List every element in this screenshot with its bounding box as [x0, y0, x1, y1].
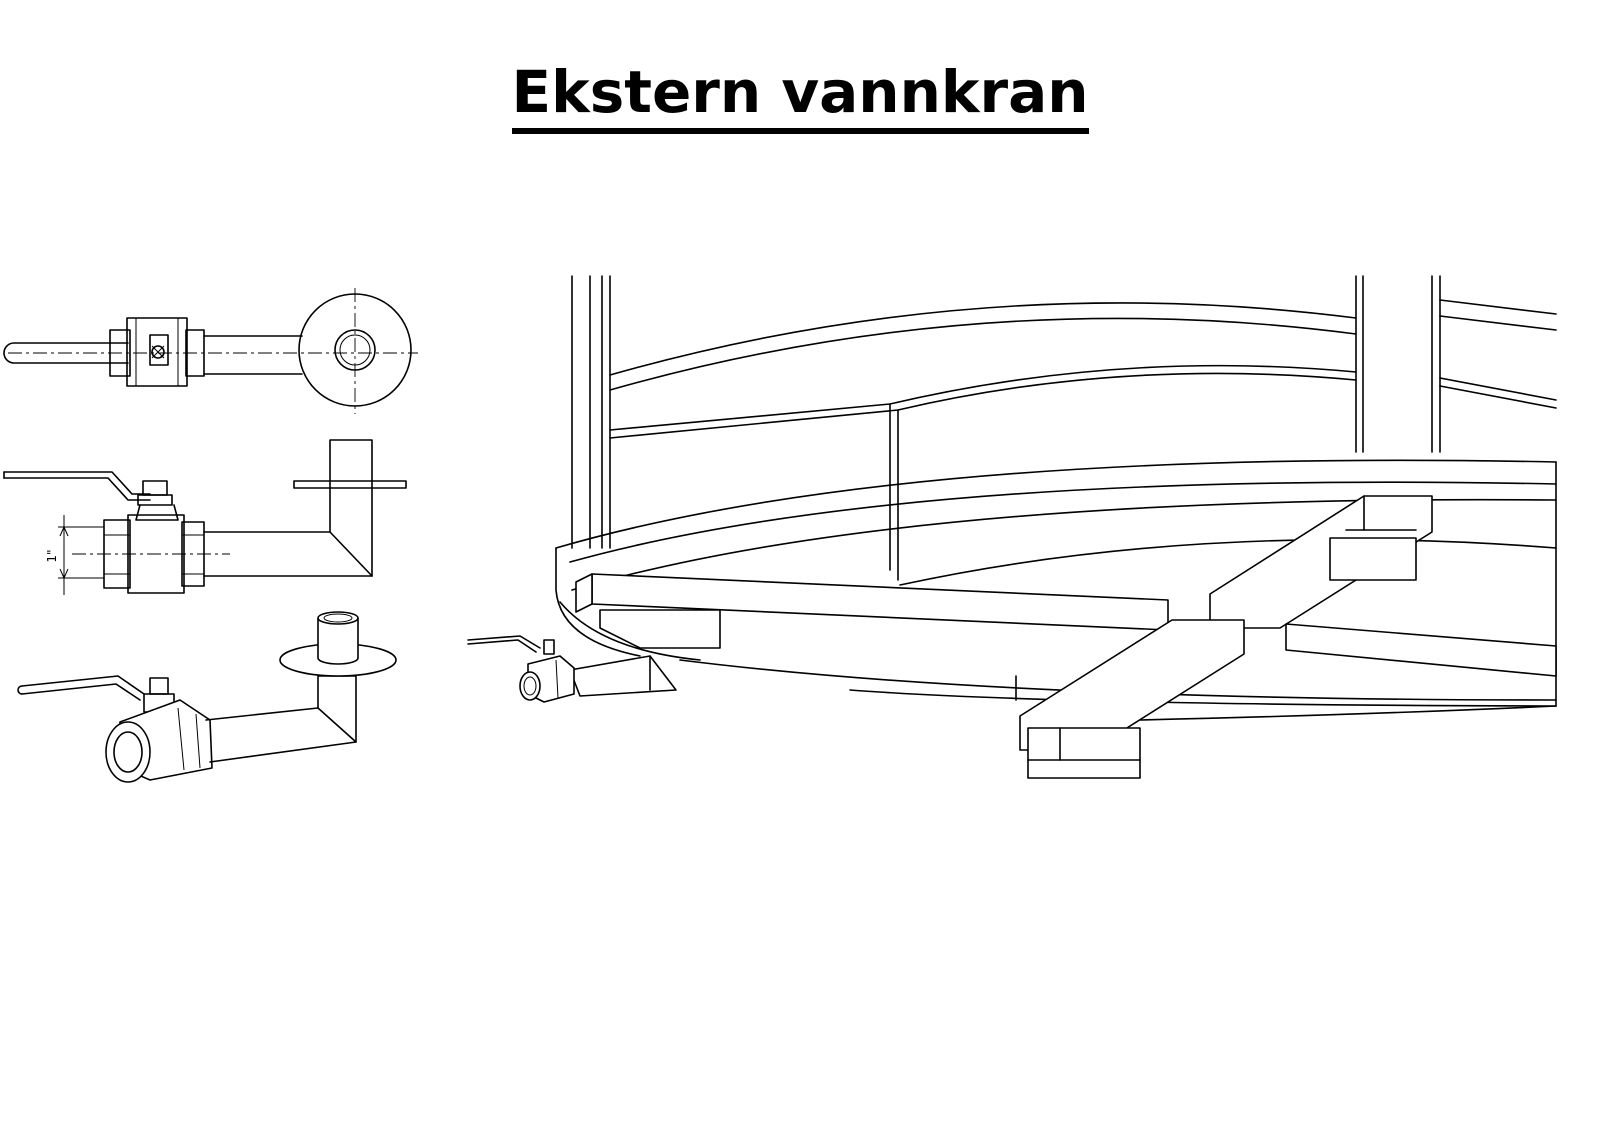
valve-handle-lever — [3, 471, 151, 495]
iso-flange-stub — [317, 618, 359, 665]
valve-nut — [151, 345, 165, 359]
support-block-1 — [599, 609, 721, 649]
page-title: Ekstern vannkran — [0, 58, 1600, 134]
iso-valve-nut — [149, 677, 169, 695]
frame-beam-d — [1285, 623, 1557, 677]
valve-stem — [149, 334, 169, 366]
support-block-2 — [1329, 537, 1417, 581]
iso-handle-lever — [21, 675, 145, 695]
tank-bottom-ring-outer — [555, 459, 1557, 549]
tank-outlet-pipe — [569, 655, 677, 697]
pipe-elbow — [203, 439, 373, 577]
valve-nut-side — [142, 480, 168, 496]
top-view — [3, 288, 418, 414]
frame-beam-c — [1019, 619, 1245, 751]
side-view: 1" — [3, 439, 407, 595]
isometric-view — [17, 611, 397, 783]
iso-valve-port — [105, 721, 151, 783]
support-block-3 — [1027, 727, 1141, 779]
tank-valve-nut — [543, 639, 555, 655]
iso-pipe — [205, 675, 357, 763]
page-title-text: Ekstern vannkran — [511, 58, 1089, 134]
tank-assembly — [467, 275, 1557, 779]
valve-body — [126, 317, 188, 387]
valve-handle-rod — [3, 342, 129, 364]
flange-plate-side — [293, 480, 407, 489]
tank-valve-handle — [467, 635, 541, 649]
tank-lower-ring — [679, 659, 1557, 701]
dimension-label: 1" — [45, 549, 59, 562]
